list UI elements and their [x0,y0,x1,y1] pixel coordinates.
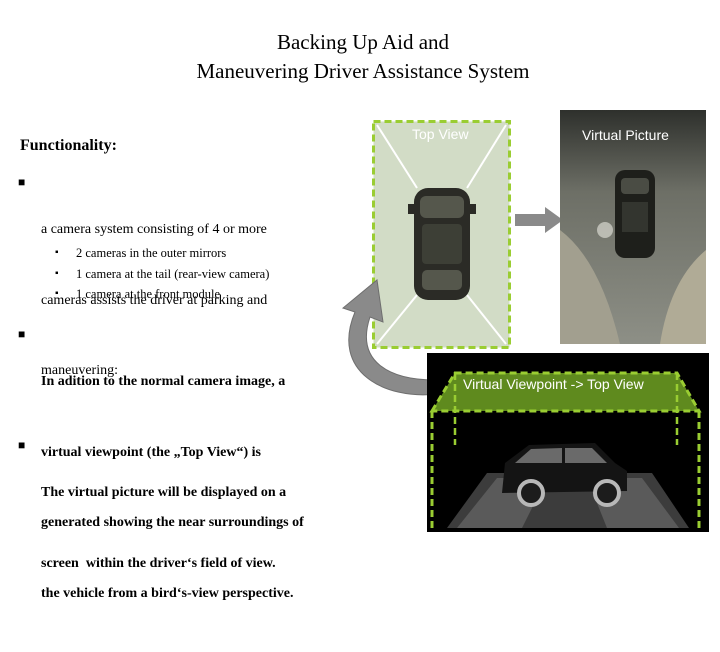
top-view-image: Top View [372,120,511,349]
virtual-viewpoint-label: Virtual Viewpoint -> Top View [463,376,644,392]
bullet-square-icon: ■ [18,438,26,452]
bullet-dot-icon: ▪ [55,288,59,299]
top-view-label: Top View [412,126,469,142]
bullet-2-line-3: generated showing the near surroundings … [41,515,304,530]
bullet-1-line-1: a camera system consisting of 4 or more [41,222,267,237]
bullet-1-line-2: cameras assists the driver at parking an… [41,292,268,308]
title-line-1: Backing Up Aid and [276,30,450,54]
page-title: Backing Up Aid and Maneuvering Driver As… [0,28,720,86]
virtual-picture-label: Virtual Picture [582,127,669,143]
functionality-heading: Functionality: [20,137,117,154]
bullet-2-line-1: In adition to the normal camera image, a [41,374,286,389]
bullet-square-icon: ■ [18,327,26,341]
bullet-square-icon: ■ [18,175,26,189]
virtual-picture-image: Virtual Picture [560,110,706,344]
bullet-dot-icon: ▪ [55,267,59,279]
bullet-3-line-2: screen within the driver‘s field of view… [41,555,276,571]
sub-bullet-text: 2 cameras in the outer mirrors [76,246,227,260]
bullet-3-line-1: The virtual picture will be displayed on… [41,485,287,500]
car-top-view [408,188,476,300]
right-arrow-icon [515,207,563,233]
car-side-view [502,443,627,507]
sub-bullet-text: 1 camera at the tail (rear-view camera) [76,266,270,281]
title-line-2: Maneuvering Driver Assistance System [196,59,530,83]
bullet-dot-icon: ▪ [55,247,59,258]
virtual-viewpoint-image: Virtual Viewpoint -> Top View [427,353,709,532]
bullet-1-line-3: maneuvering: [41,363,118,378]
sub-bullet-text: 1 camera at the front module [76,287,221,301]
bullet-2-line-2: virtual viewpoint (the „Top View“) is [41,444,261,460]
curved-arrow-icon [341,279,438,396]
